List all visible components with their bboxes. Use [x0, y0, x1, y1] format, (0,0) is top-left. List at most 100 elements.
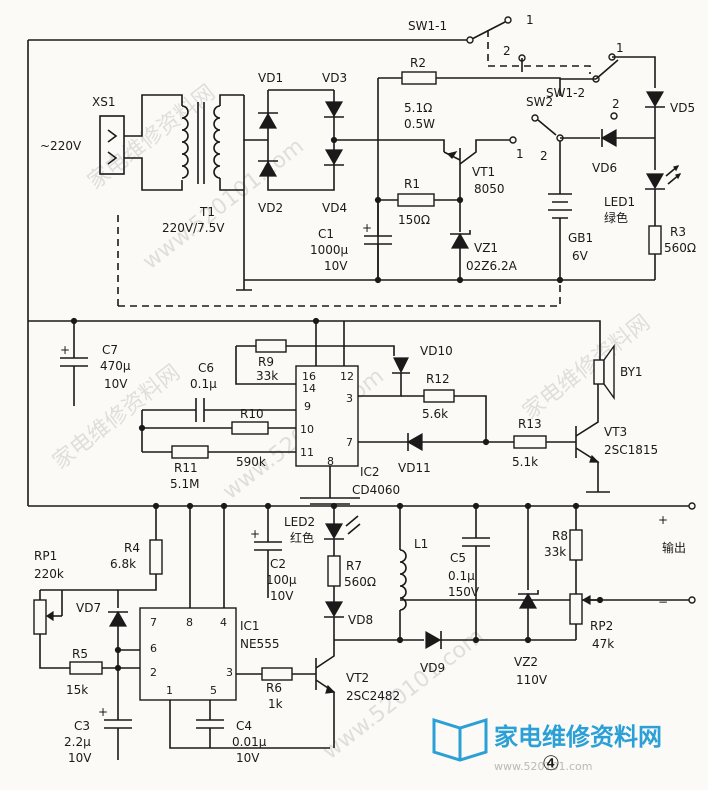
output-label: 输出	[662, 540, 686, 555]
c1-value2: 10V	[324, 259, 348, 273]
l1-label: L1	[414, 537, 428, 551]
vz1-value: 02Z6.2A	[466, 259, 518, 273]
ic1-pin7: 7	[150, 616, 157, 629]
led2-color: 红色	[290, 530, 314, 545]
ic2-pin9: 9	[304, 400, 311, 413]
r8-label: R8	[552, 529, 568, 543]
c7-value1: 470µ	[100, 359, 131, 373]
ic2-pin12: 12	[340, 370, 354, 383]
c7-value2: 10V	[104, 377, 128, 391]
ic1-pin6: 6	[150, 642, 157, 655]
c2-value1: 100µ	[266, 573, 297, 587]
vt1-label: VT1	[472, 165, 495, 179]
sw1-1-switch: SW1-1 1 2	[408, 13, 591, 74]
vd9-label: VD9	[420, 661, 445, 675]
sw1-2-label: SW1-2	[546, 86, 585, 100]
r9-label: R9	[258, 355, 274, 369]
gb1-value: 6V	[572, 249, 589, 263]
vd7-label: VD7	[76, 601, 101, 615]
r2-value1: 5.1Ω	[404, 101, 432, 115]
c1-plus: +	[362, 221, 372, 235]
bridge-rectifier: VD1 VD3 VD2 VD4	[236, 71, 378, 291]
c4-label: C4	[236, 719, 252, 733]
c2-plus: +	[250, 527, 260, 541]
ic1-pin5: 5	[210, 684, 217, 697]
gb1-label: GB1	[568, 231, 593, 245]
ic2-label: IC2	[360, 465, 380, 479]
r13-label: R13	[518, 417, 542, 431]
r5-value: 15k	[66, 683, 88, 697]
c1-label: C1	[318, 227, 334, 241]
sw1-1-pos1: 1	[526, 13, 534, 27]
led2-label: LED2	[284, 515, 315, 529]
c6-label: C6	[198, 361, 214, 375]
r2-value2: 0.5W	[404, 117, 435, 131]
r5-label: R5	[72, 647, 88, 661]
rp2-value: 47k	[592, 637, 614, 651]
r6-value: 1k	[268, 697, 283, 711]
r6-label: R6	[266, 681, 282, 695]
r12-label: R12	[426, 372, 450, 386]
vz2-label: VZ2	[514, 655, 538, 669]
ic2-pin11: 11	[300, 446, 314, 459]
rp2-label: RP2	[590, 619, 613, 633]
vt3-label: VT3	[604, 425, 627, 439]
ic2-pin3: 3	[346, 392, 353, 405]
vt2-label: VT2	[346, 671, 369, 685]
r9-value: 33k	[256, 369, 278, 383]
c6-value: 0.1µ	[190, 377, 217, 391]
c1-value1: 1000µ	[310, 243, 349, 257]
output-plus: +	[658, 513, 668, 527]
mains-label: ~220V	[40, 139, 82, 153]
watermark: www.520101.com	[138, 134, 309, 275]
r1-label: R1	[404, 177, 420, 191]
r3-label: R3	[670, 225, 686, 239]
ic1-pin2: 2	[150, 666, 157, 679]
sw2-pos1: 1	[516, 147, 524, 161]
r7-value: 560Ω	[344, 575, 376, 589]
ic2-pin8: 8	[327, 455, 334, 468]
vd4-label: VD4	[322, 201, 347, 215]
r11-label: R11	[174, 461, 198, 475]
r11-value: 5.1M	[170, 477, 199, 491]
figure-number: ④	[542, 751, 560, 775]
c7-plus: +	[60, 343, 70, 357]
vd3-label: VD3	[322, 71, 347, 85]
ic1-pin1: 1	[166, 684, 173, 697]
book-icon	[432, 717, 488, 762]
ic1-pin4: 4	[220, 616, 227, 629]
r13-value: 5.1k	[512, 455, 538, 469]
ic1-label: IC1	[240, 619, 260, 633]
c2-value2: 10V	[270, 589, 294, 603]
sw1-2-pos1: 1	[616, 41, 624, 55]
ic2-pin10: 10	[300, 423, 314, 436]
vd6-label: VD6	[592, 161, 617, 175]
r10-label: R10	[240, 407, 264, 421]
c3-plus: +	[98, 705, 108, 719]
c3-value1: 2.2µ	[64, 735, 91, 749]
ic2-pin7: 7	[346, 436, 353, 449]
t1-label: T1	[199, 205, 215, 219]
vz2-value: 110V	[516, 673, 548, 687]
sw2-battery: SW2 2 GB1 6V VD6	[526, 79, 655, 280]
vd8-label: VD8	[348, 613, 373, 627]
timer-circuit: + C7 470µ 10V IC2 CD4060 16 12 14 3 9 10…	[60, 317, 658, 505]
vt1-value: 8050	[474, 182, 505, 196]
vd10-label: VD10	[420, 344, 453, 358]
r2-label: R2	[410, 56, 426, 70]
r12-value: 5.6k	[422, 407, 448, 421]
ic1-pin3: 3	[226, 666, 233, 679]
sw2-pos2: 2	[540, 149, 548, 163]
c3-value2: 10V	[68, 751, 92, 765]
ic1-pin8: 8	[186, 616, 193, 629]
r3-value: 560Ω	[664, 241, 696, 255]
c5-label: C5	[450, 551, 466, 565]
sw1-2-switch: 1 SW1-2	[546, 41, 656, 100]
r4-value: 6.8k	[110, 557, 136, 571]
c3-label: C3	[74, 719, 90, 733]
by1-label: BY1	[620, 365, 643, 379]
vz1-label: VZ1	[474, 241, 498, 255]
vt2-value: 2SC2482	[346, 689, 400, 703]
led1-label: LED1	[604, 195, 635, 209]
led1-color: 绿色	[604, 210, 628, 225]
